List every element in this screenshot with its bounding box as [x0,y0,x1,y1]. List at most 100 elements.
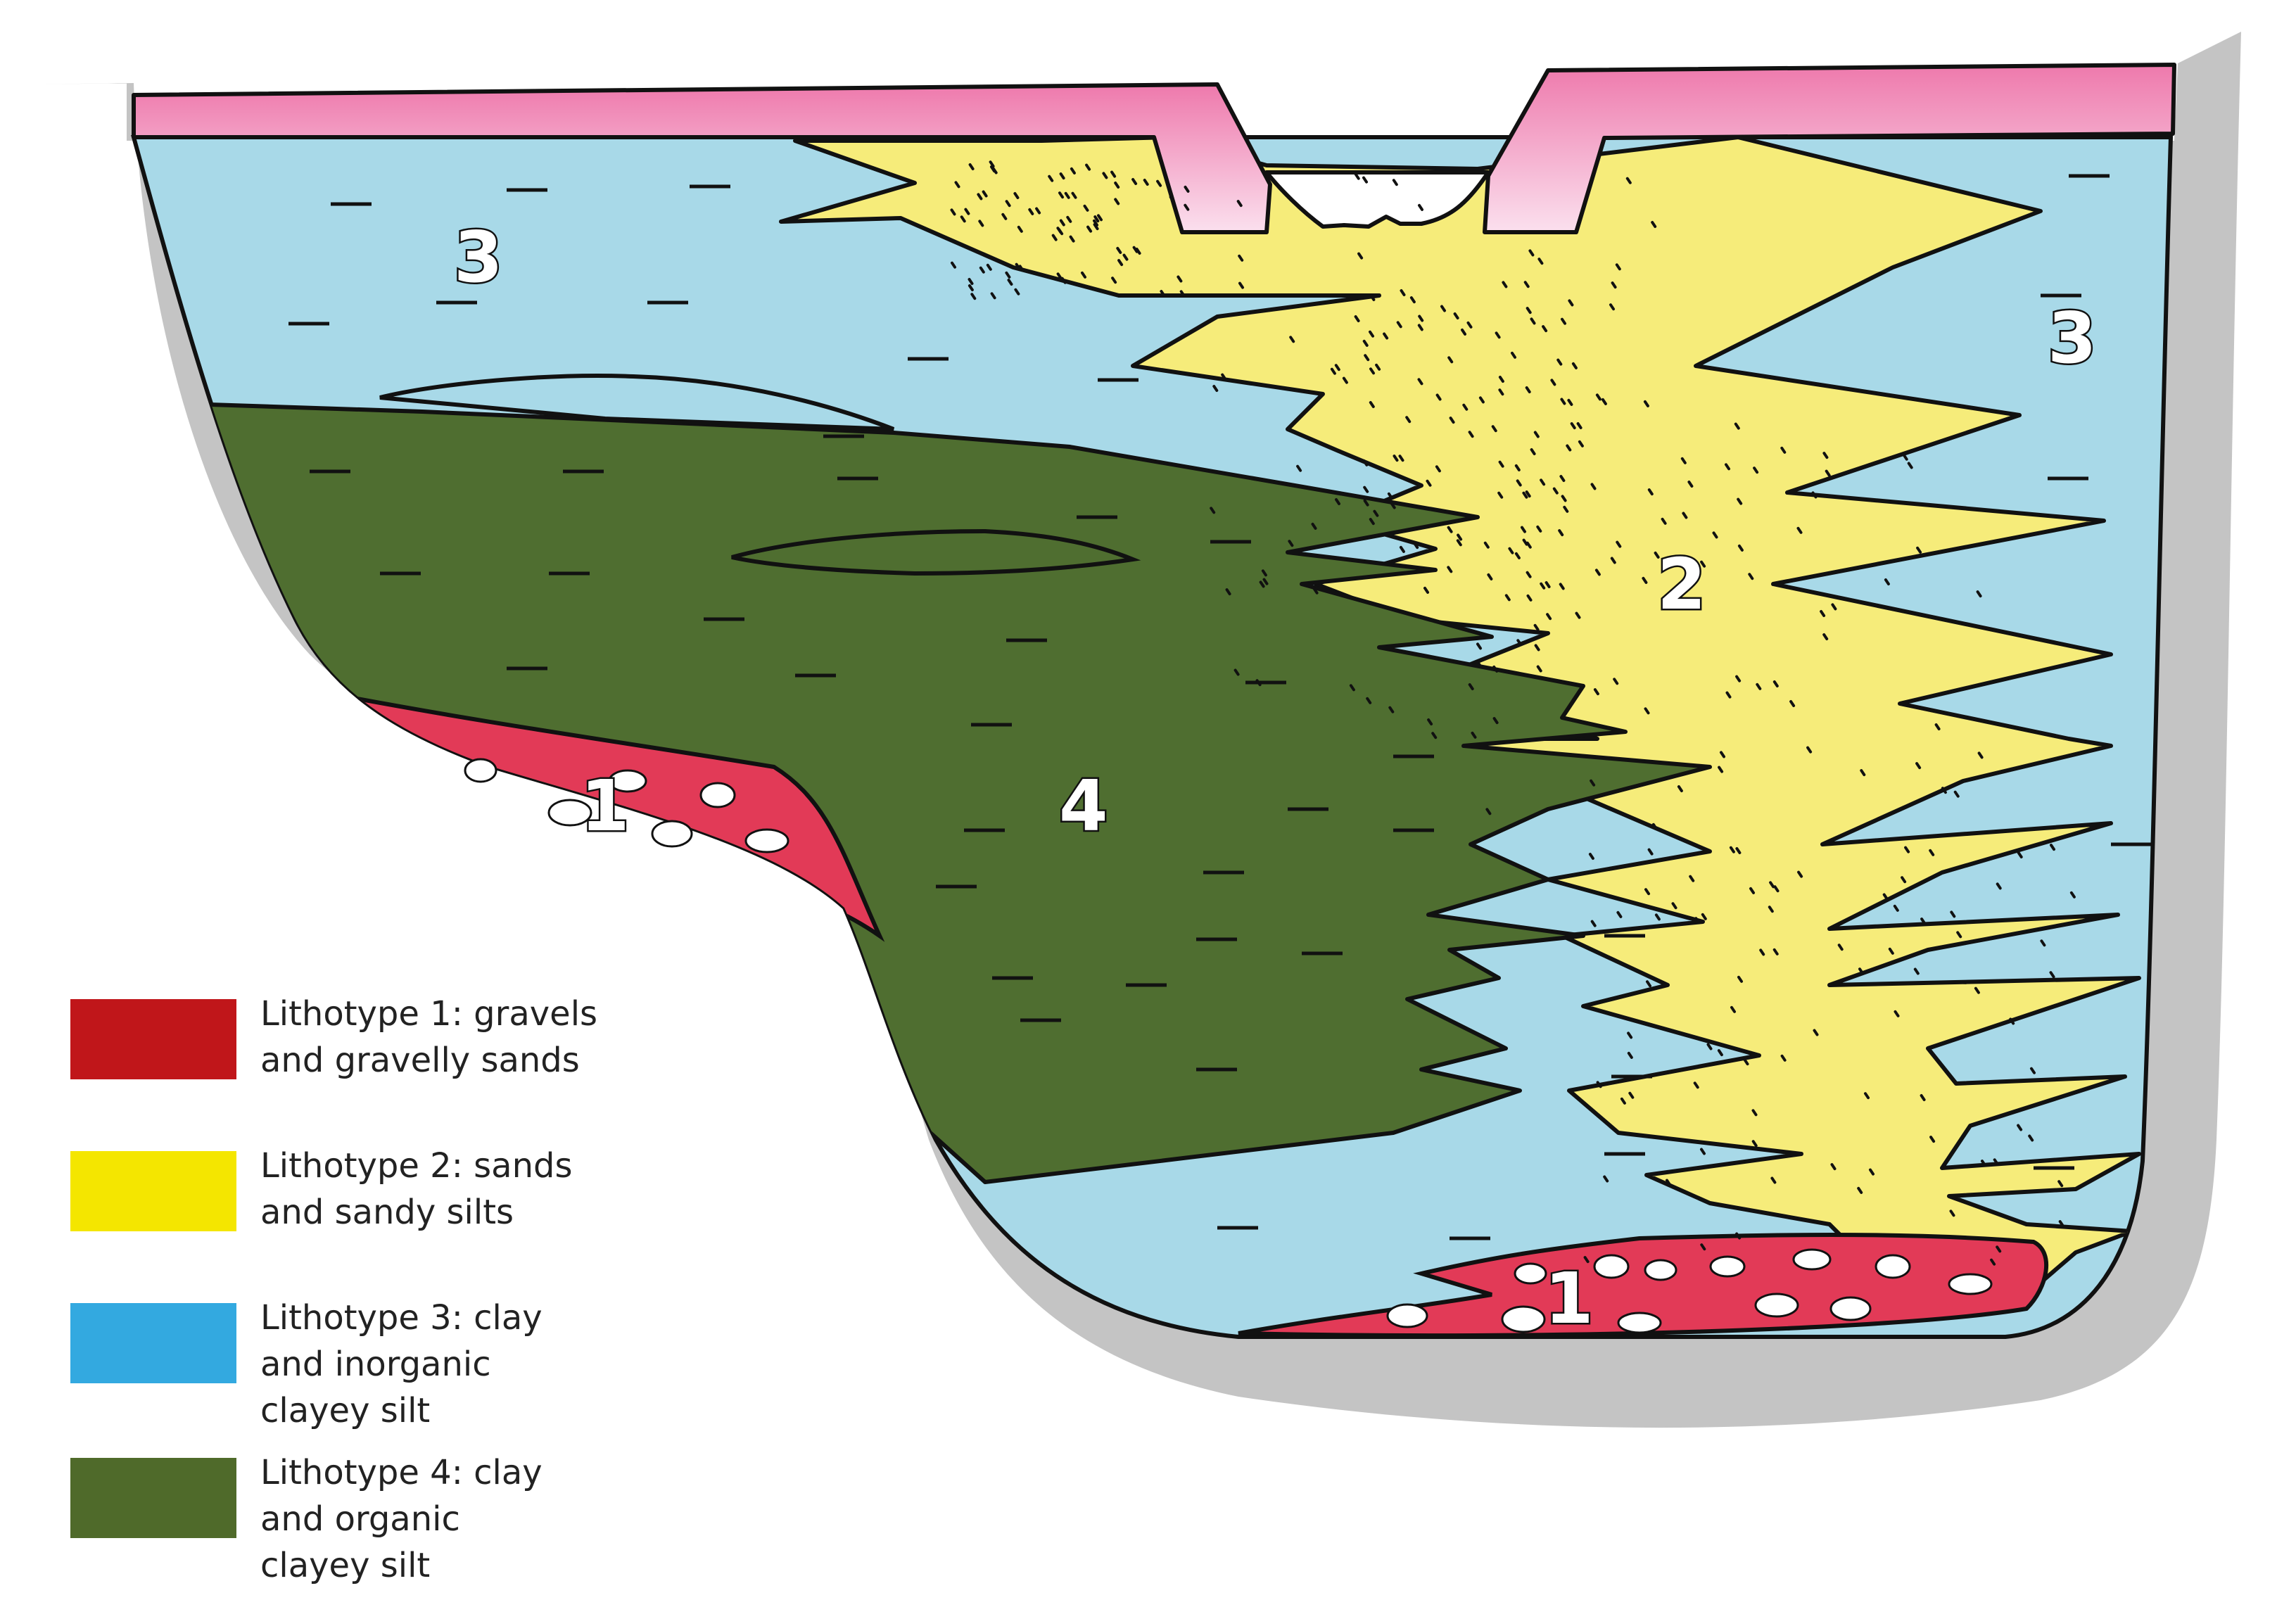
sand-dot [1487,573,1493,580]
sand-dot [1449,417,1455,424]
sand-dot [1176,275,1183,283]
sand-dot [1354,172,1360,180]
sand-dot [1561,495,1567,502]
sand-dot [1492,665,1499,673]
sand-dot [1561,317,1566,325]
sand-dot [1813,1029,1819,1036]
sand-dot [1064,191,1070,199]
sand-dot [1058,191,1064,199]
sand-dot [1354,315,1360,322]
sand-dot [1498,388,1504,396]
sand-dot [1508,547,1514,554]
sand-dot [1594,569,1601,576]
sand-dot [1015,262,1021,270]
sand-dot [1059,172,1065,180]
sand-dot [1335,498,1340,505]
sand-dot [1116,246,1122,254]
sand-dot [1590,779,1596,787]
gravel-pebble [1644,1259,1677,1281]
lithotype-3-lens-upper [379,374,895,431]
sand-dot [1929,849,1935,856]
sand-dot [1492,717,1499,725]
gravel-pebble [744,828,789,853]
sand-dot [1552,487,1559,495]
sand-dot [1238,281,1244,289]
sand-dot [1576,422,1583,429]
sand-dot [1014,288,1020,296]
sand-dot [1860,769,1866,777]
sand-dot [1743,1058,1749,1066]
sand-dot [1086,225,1093,233]
sand-dot [1949,1209,1955,1217]
sand-dot [1143,179,1149,186]
sand-dot [1435,465,1441,473]
sand-dot [1005,271,1011,279]
sand-dot [982,190,988,198]
sand-dot [1976,590,1982,598]
sand-dot [1558,529,1564,537]
sand-dot [1825,469,1831,477]
sand-dot [1680,457,1687,464]
sand-dot [1417,324,1423,331]
sand-dot [1595,393,1602,401]
sand-dot [1399,545,1405,553]
sand-dot [1210,507,1216,514]
sand-dot [1864,1092,1870,1100]
sand-dot [1537,258,1544,265]
sand-dot [1647,488,1654,496]
sand-dot [1169,196,1175,203]
sand-dot [1525,386,1531,393]
sand-dot [1737,975,1743,983]
sand-dot [1729,846,1735,853]
sand-dot [1559,475,1566,482]
sand-dot [1288,540,1294,547]
sand-dot [1735,847,1742,854]
sand-dot [1418,315,1424,322]
sand-dot [1013,192,1020,199]
sand-dot [1661,517,1667,525]
sand-dot [1700,1243,1706,1251]
sand-dot [1611,281,1617,289]
sand-dot [1417,378,1423,386]
sand-dot [1071,191,1077,199]
sand-dot [1495,331,1501,339]
sand-dot [1950,910,1956,918]
sand-dot [1830,1163,1837,1171]
sand-dot [2050,844,2055,851]
sand-dot [978,220,984,227]
sand-dot [1028,208,1034,215]
sand-dot [2009,1017,2015,1025]
sand-dot [1671,902,1677,910]
gravel-pebble [608,769,647,793]
sand-dot [1570,422,1576,430]
sand-dot [1369,367,1375,375]
sand-dot [1114,182,1120,189]
sand-dot [1920,918,1927,925]
sand-dot [1596,1081,1602,1088]
gravel-pebble [464,758,497,783]
sand-dot [1749,887,1755,894]
sand-dot [1363,499,1369,507]
sand-dot [1884,578,1890,585]
sand-dot [1768,906,1774,913]
sand-dot [1546,613,1552,621]
sand-dot [1330,367,1336,375]
sand-dot [1048,174,1054,182]
sand-dot [1533,623,1540,631]
sand-dot [1996,882,2002,890]
sand-dot [1447,566,1453,573]
sand-dot [1625,177,1632,184]
unit-label-3-left: 3 [454,216,503,298]
sand-dot [1312,587,1319,595]
sand-dot [1627,1031,1633,1039]
sand-dot [1647,848,1654,856]
sand-dot [1110,170,1117,178]
sand-dot [1929,1136,1936,1143]
sand-dot [1516,639,1523,647]
unit-label-1-left: 1 [581,765,630,847]
sand-dot [1534,644,1540,652]
sand-dot [1447,356,1454,364]
sand-dot [1461,328,1466,336]
sand-dot [1646,980,1651,988]
